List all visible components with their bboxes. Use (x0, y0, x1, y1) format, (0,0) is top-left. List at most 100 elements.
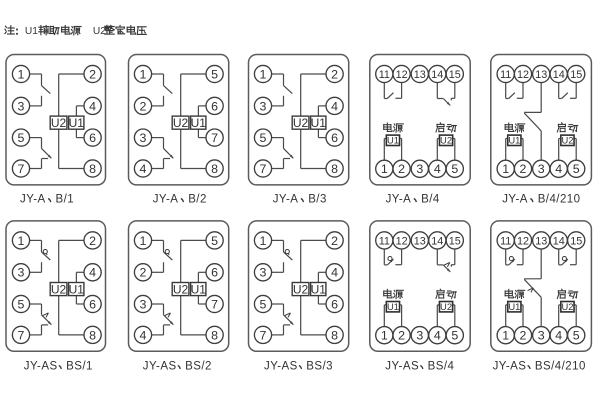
svg-text:12: 12 (517, 69, 529, 81)
svg-text:11: 11 (500, 235, 511, 247)
svg-text:U1: U1 (69, 282, 85, 296)
svg-text:6: 6 (331, 297, 338, 311)
svg-text:U2: U2 (173, 116, 189, 130)
svg-text:5: 5 (573, 162, 580, 176)
svg-text:JY-AS: JY-AS (24, 360, 58, 372)
svg-text:8: 8 (331, 162, 338, 176)
svg-text:6: 6 (89, 297, 96, 311)
svg-text:2: 2 (331, 234, 338, 248)
svg-text:3: 3 (538, 329, 545, 343)
svg-text:BS/4: BS/4 (428, 360, 455, 372)
svg-text:U2: U2 (561, 135, 573, 146)
svg-text:1: 1 (260, 234, 267, 248)
svg-text:U1: U1 (508, 301, 520, 312)
svg-text:U2: U2 (561, 301, 573, 312)
svg-text:U1: U1 (387, 135, 399, 146)
svg-text:11: 11 (379, 235, 390, 247)
svg-text:8: 8 (89, 328, 96, 342)
svg-text:U1: U1 (508, 135, 520, 146)
svg-text:JY-AS: JY-AS (385, 360, 419, 372)
svg-text:14: 14 (553, 235, 565, 247)
svg-text:4: 4 (140, 328, 147, 342)
svg-text:5: 5 (573, 329, 580, 343)
svg-text:U2: U2 (93, 26, 106, 37)
svg-text:JY-AS: JY-AS (493, 360, 527, 372)
svg-text:15: 15 (449, 69, 461, 81)
svg-text:2: 2 (398, 329, 405, 343)
svg-text:U2: U2 (51, 116, 67, 130)
svg-text:5: 5 (451, 329, 458, 343)
svg-text:5: 5 (211, 234, 218, 248)
svg-text:U1: U1 (387, 301, 399, 312)
svg-text:U1: U1 (69, 116, 85, 130)
svg-text:6: 6 (211, 266, 218, 280)
svg-text:7: 7 (211, 131, 218, 145)
svg-text:1: 1 (502, 329, 509, 343)
svg-text:11: 11 (379, 69, 390, 81)
svg-text:B/4/210: B/4/210 (538, 193, 581, 205)
svg-text:3: 3 (18, 266, 25, 280)
svg-text:2: 2 (520, 162, 527, 176)
svg-text:3: 3 (260, 99, 267, 113)
svg-text:7: 7 (211, 297, 218, 311)
svg-text:8: 8 (89, 162, 96, 176)
svg-text:5: 5 (451, 162, 458, 176)
svg-text:14: 14 (431, 69, 443, 81)
svg-text:13: 13 (535, 69, 547, 81)
svg-text:5: 5 (18, 131, 25, 145)
svg-text:2: 2 (89, 234, 96, 248)
svg-text:4: 4 (434, 162, 441, 176)
svg-text:2: 2 (398, 162, 405, 176)
svg-text:U1: U1 (191, 282, 207, 296)
svg-text:4: 4 (89, 266, 96, 280)
svg-text:3: 3 (18, 99, 25, 113)
svg-text:11: 11 (500, 69, 511, 81)
svg-text:15: 15 (449, 235, 461, 247)
svg-text:4: 4 (140, 162, 147, 176)
svg-text:5: 5 (260, 131, 267, 145)
svg-text:3: 3 (140, 297, 147, 311)
svg-text:7: 7 (18, 328, 25, 342)
svg-text:U2: U2 (173, 282, 189, 296)
svg-text:U1: U1 (25, 26, 38, 37)
svg-text:U1: U1 (311, 116, 327, 130)
svg-text:5: 5 (260, 297, 267, 311)
svg-text:14: 14 (431, 235, 443, 247)
svg-text:2: 2 (520, 329, 527, 343)
svg-text:2: 2 (140, 266, 147, 280)
svg-text:3: 3 (260, 266, 267, 280)
svg-text:12: 12 (517, 235, 529, 247)
svg-text:15: 15 (570, 235, 582, 247)
svg-text:6: 6 (211, 99, 218, 113)
svg-text:U1: U1 (311, 282, 327, 296)
svg-text:4: 4 (555, 329, 562, 343)
svg-text:1: 1 (18, 234, 25, 248)
svg-text:2: 2 (89, 67, 96, 81)
svg-text:1: 1 (381, 329, 388, 343)
svg-text:3: 3 (140, 131, 147, 145)
svg-text:7: 7 (260, 328, 267, 342)
svg-text:B/3: B/3 (308, 193, 327, 205)
svg-text:2: 2 (140, 99, 147, 113)
svg-text:1: 1 (140, 67, 147, 81)
svg-text:12: 12 (396, 69, 408, 81)
svg-text:4: 4 (434, 329, 441, 343)
svg-text:BS/2: BS/2 (185, 360, 212, 372)
svg-text:B/1: B/1 (56, 193, 75, 205)
svg-text:JY-A: JY-A (502, 193, 528, 205)
svg-text:B/2: B/2 (188, 193, 207, 205)
svg-text:4: 4 (555, 162, 562, 176)
svg-text:8: 8 (211, 328, 218, 342)
svg-text:4: 4 (331, 99, 338, 113)
svg-text:1: 1 (260, 67, 267, 81)
svg-text:7: 7 (260, 162, 267, 176)
svg-text:4: 4 (331, 266, 338, 280)
svg-text:13: 13 (535, 235, 547, 247)
svg-text:13: 13 (414, 69, 426, 81)
svg-text:BS/1: BS/1 (66, 360, 93, 372)
svg-text:8: 8 (331, 328, 338, 342)
svg-text:14: 14 (553, 69, 565, 81)
svg-text:1: 1 (502, 162, 509, 176)
svg-text:U2: U2 (293, 116, 309, 130)
svg-text:U1: U1 (191, 116, 207, 130)
